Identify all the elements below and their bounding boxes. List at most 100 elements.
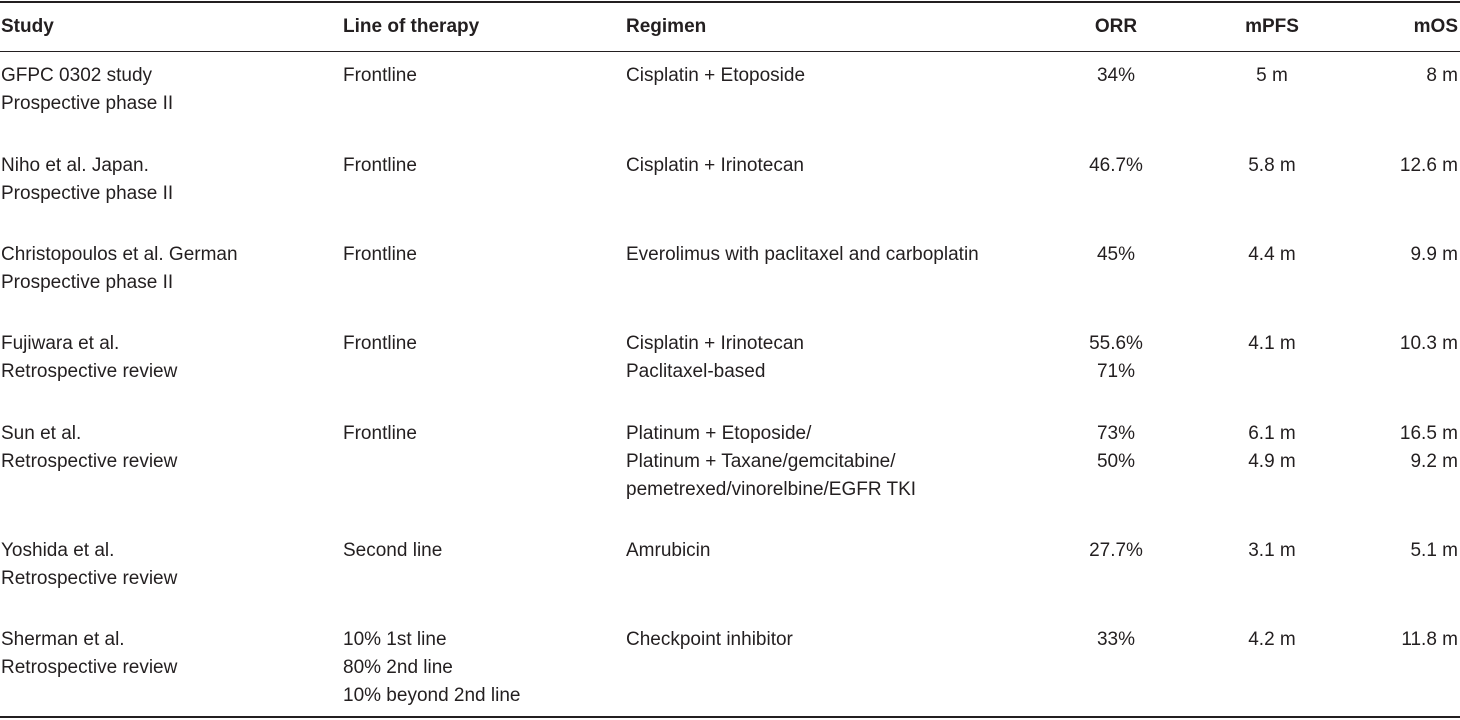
cell-study-line: Fujiwara et al.	[1, 333, 120, 354]
table-bottom-rule	[0, 716, 1460, 718]
cell-study: Yoshida et al. Retrospective review	[1, 537, 177, 593]
cell-study-line: Retrospective review	[1, 568, 178, 589]
header-mos: mOS	[1413, 16, 1458, 37]
cell-study-line: Sherman et al.	[1, 629, 125, 650]
cell-regimen-line: Everolimus with paclitaxel and carboplat…	[626, 244, 979, 265]
cell-orr-line: 55.6%	[1089, 333, 1143, 354]
cell-study-line: Prospective phase II	[1, 183, 174, 204]
cell-study-line: Retrospective review	[1, 657, 178, 678]
cell-line-of-therapy: Frontline	[343, 152, 417, 180]
cell-mpfs-line: 5.8 m	[1248, 155, 1296, 176]
header-study: Study	[1, 16, 54, 37]
cell-mos-line: 9.9 m	[1410, 244, 1458, 265]
cell-orr: 45%	[1036, 241, 1196, 269]
header-mpfs: mPFS	[1245, 16, 1299, 37]
cell-orr: 34%	[1036, 62, 1196, 90]
cell-mos-line: 11.8 m	[1401, 629, 1458, 650]
cell-orr: 33%	[1036, 626, 1196, 654]
cell-line-of-therapy: Frontline	[343, 330, 417, 358]
cell-mos-line: 16.5 m	[1399, 423, 1458, 444]
cell-regimen: Amrubicin	[626, 537, 710, 565]
cell-orr-line: 34%	[1096, 65, 1136, 86]
cell-mos: 11.8 m	[1320, 626, 1458, 654]
cell-study-line: Yoshida et al.	[1, 540, 115, 561]
cell-line-of-therapy: Frontline	[343, 420, 417, 448]
cell-regimen-line: Platinum + Etoposide/	[626, 423, 812, 444]
cell-line-of-therapy-line: 10% 1st line	[343, 629, 447, 650]
cell-orr: 73%50%	[1036, 420, 1196, 476]
table-header-rule	[0, 51, 1460, 52]
cell-study: Sun et al.Retrospective review	[1, 420, 177, 476]
cell-regimen: Platinum + Etoposide/Platinum + Taxane/g…	[626, 420, 916, 504]
cell-regimen-line: Checkpoint inhibitor	[626, 629, 793, 650]
cell-study-line: GFPC 0302 study	[1, 65, 153, 86]
table-top-rule	[0, 1, 1460, 3]
cell-mos-line: 12.6 m	[1399, 155, 1458, 176]
cell-mpfs: 4.4 m	[1192, 241, 1352, 269]
cell-regimen-line: Platinum + Taxane/gemcitabine/	[626, 451, 896, 472]
cell-line-of-therapy-line: Frontline	[343, 244, 417, 265]
cell-regimen-line: Cisplatin + Irinotecan	[626, 155, 804, 176]
cell-line-of-therapy: Frontline	[343, 62, 417, 90]
cell-regimen-line: Paclitaxel-based	[626, 361, 766, 382]
cell-mpfs: 5 m	[1192, 62, 1352, 90]
cell-line-of-therapy: Second line	[343, 537, 442, 565]
cell-mpfs-line: 4.4 m	[1248, 244, 1296, 265]
cell-orr-line: 33%	[1096, 629, 1136, 650]
cell-orr-line: 73%	[1096, 423, 1136, 444]
cell-regimen: Cisplatin + Irinotecan	[626, 152, 804, 180]
cell-mos-line: 9.2 m	[1410, 451, 1458, 472]
cell-regimen-line: Cisplatin + Etoposide	[626, 65, 806, 86]
cell-mos: 10.3 m	[1320, 330, 1458, 358]
cell-mpfs-line: 6.1 m	[1248, 423, 1296, 444]
cell-mpfs: 6.1 m 4.9 m	[1192, 420, 1352, 476]
cell-regimen: Everolimus with paclitaxel and carboplat…	[626, 241, 979, 269]
cell-study: Niho et al. Japan. Prospective phase II	[1, 152, 173, 208]
cell-study-line: Sun et al.	[1, 423, 82, 444]
cell-regimen: Cisplatin + Etoposide	[626, 62, 805, 90]
cell-mpfs-line: 4.1 m	[1248, 333, 1296, 354]
cell-line-of-therapy-line: Frontline	[343, 65, 417, 86]
cell-study: Sherman et al. Retrospective review	[1, 626, 177, 682]
cell-orr-line: 71%	[1096, 361, 1136, 382]
cell-study-line: Niho et al. Japan.	[1, 155, 149, 176]
cell-line-of-therapy-line: Frontline	[343, 333, 417, 354]
cell-mos: 16.5 m 9.2 m	[1320, 420, 1458, 476]
cell-regimen-line: pemetrexed/vinorelbine/EGFR TKI	[626, 479, 917, 500]
header-orr: ORR	[1094, 16, 1138, 37]
cell-mos-line: 10.3 m	[1399, 333, 1458, 354]
cell-mpfs: 5.8 m	[1192, 152, 1352, 180]
cell-line-of-therapy: Frontline	[343, 241, 417, 269]
cell-orr: 46.7%	[1036, 152, 1196, 180]
header-line-of-therapy: Line of therapy	[343, 16, 480, 37]
cell-mpfs-line: 4.2 m	[1248, 629, 1296, 650]
cell-orr-line: 50%	[1096, 451, 1136, 472]
cell-mpfs-line: 3.1 m	[1248, 540, 1296, 561]
cell-mos: 8 m	[1320, 62, 1458, 90]
cell-study-line: Christopoulos et al. German	[1, 244, 238, 265]
cell-study-line: Retrospective review	[1, 361, 178, 382]
cell-regimen: Checkpoint inhibitor	[626, 626, 793, 654]
cell-orr-line: 46.7%	[1089, 155, 1143, 176]
cell-mpfs: 4.2 m	[1192, 626, 1352, 654]
cell-study: Fujiwara et al. Retrospective review	[1, 330, 177, 386]
cell-mos: 12.6 m	[1320, 152, 1458, 180]
cell-mpfs-line: 4.9 m	[1248, 451, 1296, 472]
cell-study-line: Prospective phase II	[1, 272, 174, 293]
cell-mpfs: 4.1 m	[1192, 330, 1352, 358]
cell-orr: 55.6% 71%	[1036, 330, 1196, 386]
cell-orr-line: 27.7%	[1089, 540, 1143, 561]
cell-orr: 27.7%	[1036, 537, 1196, 565]
cell-line-of-therapy-line: 80% 2nd line	[343, 657, 453, 678]
cell-line-of-therapy-line: Frontline	[343, 155, 417, 176]
cell-study-line: Prospective phase II	[1, 93, 174, 114]
cell-regimen-line: Amrubicin	[626, 540, 711, 561]
cell-line-of-therapy-line: Second line	[343, 540, 443, 561]
cell-mpfs: 3.1 m	[1192, 537, 1352, 565]
cell-regimen-line: Cisplatin + Irinotecan	[626, 333, 804, 354]
cell-mos-line: 8 m	[1426, 65, 1458, 86]
header-regimen: Regimen	[626, 16, 707, 37]
